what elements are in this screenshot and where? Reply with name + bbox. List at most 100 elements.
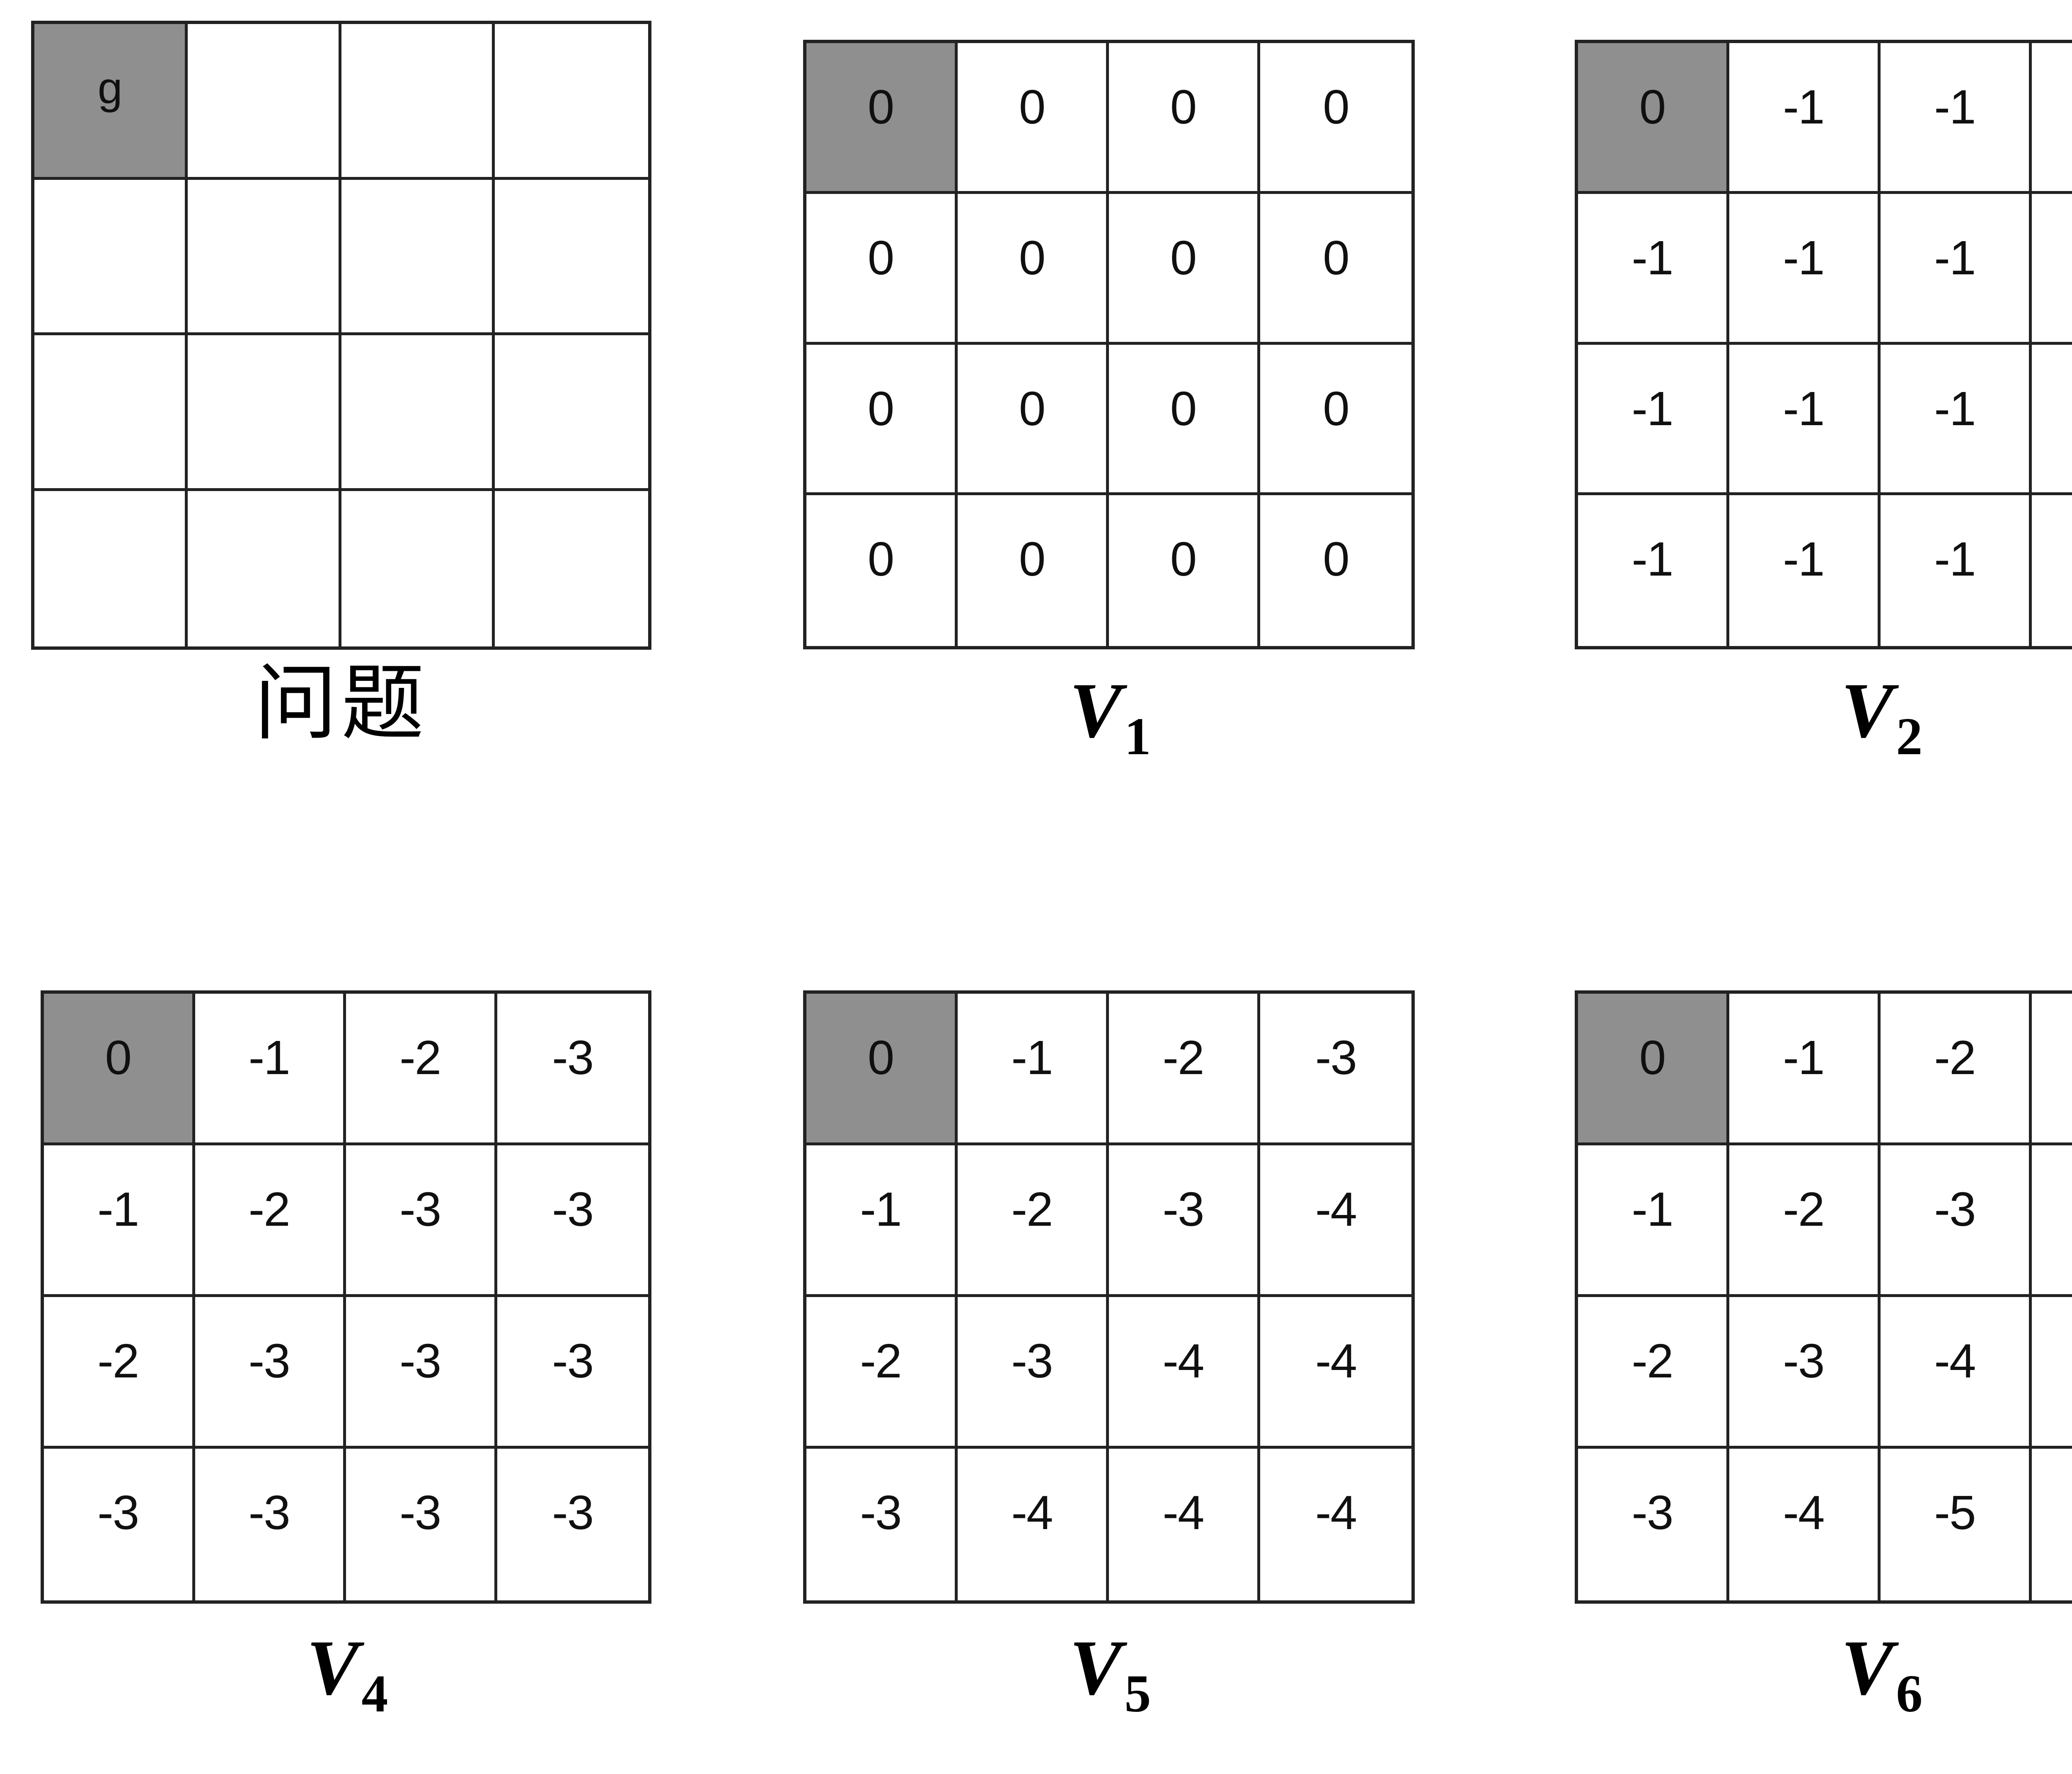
grid-cell[interactable]: -5	[1881, 1449, 2032, 1600]
grid-cell[interactable]: -3	[1578, 1449, 1729, 1600]
grid-cell[interactable]: -1	[1578, 194, 1729, 345]
grid-cell[interactable]: -1	[1881, 344, 2032, 496]
grid-cell[interactable]: -1	[1729, 43, 1881, 194]
grid-cell[interactable]: 0	[1260, 194, 1411, 345]
grid-cell[interactable]: 0	[806, 194, 958, 345]
grid-cell[interactable]: -4	[958, 1449, 1109, 1600]
grid-cell[interactable]	[341, 24, 495, 180]
grid-cell[interactable]: -5	[2032, 1449, 2072, 1600]
grid-cell[interactable]: -3	[195, 1297, 346, 1449]
grid-cell[interactable]: -1	[1729, 194, 1881, 345]
grid-cell[interactable]	[188, 24, 341, 180]
grid-cell[interactable]	[188, 179, 341, 335]
grid-cell[interactable]: -2	[1881, 994, 2032, 1145]
grid-cell[interactable]: -1	[1578, 1145, 1729, 1297]
grid-cell[interactable]: 0	[958, 344, 1109, 496]
goal-cell[interactable]: 0	[1578, 43, 1729, 194]
grid-cell[interactable]: -3	[958, 1297, 1109, 1449]
grid-cell[interactable]: -1	[1578, 344, 1729, 496]
grid-cell[interactable]: -1	[806, 1145, 958, 1297]
grid-cell[interactable]: -4	[1881, 1297, 2032, 1449]
grid-cell[interactable]: 0	[806, 344, 958, 496]
grid-cell[interactable]: -3	[195, 1449, 346, 1600]
grid-cell[interactable]: 0	[1109, 344, 1260, 496]
grid-cell[interactable]	[34, 335, 188, 491]
grid-cell[interactable]: -2	[1729, 1145, 1881, 1297]
grid-cell[interactable]: -2	[195, 1145, 346, 1297]
grid-cell[interactable]: 0	[958, 43, 1109, 194]
cell-value-text: -2	[399, 1031, 441, 1084]
grid-cell[interactable]: -5	[2032, 1297, 2072, 1449]
grid-cell[interactable]	[341, 491, 495, 646]
grid-cell[interactable]	[494, 491, 648, 646]
grid-cell[interactable]: 0	[1260, 495, 1411, 646]
grid-cell[interactable]: -1	[2032, 344, 2072, 496]
grid-cell[interactable]: -4	[1729, 1449, 1881, 1600]
grid-cell[interactable]: -3	[346, 1449, 497, 1600]
grid-cell[interactable]: 0	[1260, 344, 1411, 496]
grid-cell[interactable]: -2	[1578, 1297, 1729, 1449]
grid-cell[interactable]: -3	[346, 1297, 497, 1449]
grid-cell[interactable]: -2	[44, 1297, 195, 1449]
grid-cell[interactable]: -1	[1578, 495, 1729, 646]
grid-cell[interactable]: -2	[958, 1145, 1109, 1297]
grid-cell[interactable]: -4	[1260, 1449, 1411, 1600]
grid-cell[interactable]: 0	[1260, 43, 1411, 194]
grid-cell[interactable]: -3	[346, 1145, 497, 1297]
grid-cell[interactable]: -1	[1729, 994, 1881, 1145]
grid-cell[interactable]	[494, 179, 648, 335]
grid-cell[interactable]: -4	[1109, 1449, 1260, 1600]
grid-cell[interactable]: -3	[497, 1449, 648, 1600]
grid-cell[interactable]: -1	[2032, 43, 2072, 194]
grid-cell[interactable]: -3	[497, 1145, 648, 1297]
grid-cell[interactable]: -2	[1109, 994, 1260, 1145]
grid-cell[interactable]: -1	[1881, 495, 2032, 646]
grid-cell[interactable]: 0	[1109, 495, 1260, 646]
grid-cell[interactable]	[34, 179, 188, 335]
panel-label-subscript: 1	[1124, 707, 1151, 766]
cell-value-text: -3	[552, 1334, 594, 1388]
grid-cell[interactable]: -3	[1260, 994, 1411, 1145]
grid-cell[interactable]: -1	[1729, 344, 1881, 496]
grid-cell[interactable]	[188, 335, 341, 491]
grid-cell[interactable]: -1	[1881, 194, 2032, 345]
goal-cell[interactable]: g	[34, 24, 188, 180]
grid-cell[interactable]: -3	[806, 1449, 958, 1600]
grid-cell[interactable]: -2	[346, 994, 497, 1145]
grid-cell[interactable]: -2	[806, 1297, 958, 1449]
grid-cell[interactable]	[341, 335, 495, 491]
grid-cell[interactable]: -3	[44, 1449, 195, 1600]
goal-cell[interactable]: 0	[806, 994, 958, 1145]
grid-cell[interactable]: -1	[1881, 43, 2032, 194]
grid-cell[interactable]: -3	[1881, 1145, 2032, 1297]
goal-cell[interactable]: 0	[44, 994, 195, 1145]
grid-cell[interactable]: -3	[497, 1297, 648, 1449]
grid-cell[interactable]: -4	[1260, 1145, 1411, 1297]
goal-cell[interactable]: 0	[1578, 994, 1729, 1145]
grid-cell[interactable]: -1	[2032, 495, 2072, 646]
grid-cell[interactable]: 0	[958, 194, 1109, 345]
grid-cell[interactable]: -3	[2032, 994, 2072, 1145]
grid-cell[interactable]: 0	[958, 495, 1109, 646]
grid-cell[interactable]	[494, 24, 648, 180]
grid-cell[interactable]	[34, 491, 188, 646]
cell-value-text: 0	[105, 1031, 132, 1084]
grid-cell[interactable]	[341, 179, 495, 335]
grid-cell[interactable]: -4	[2032, 1145, 2072, 1297]
grid-cell[interactable]	[188, 491, 341, 646]
grid-cell[interactable]: -1	[1729, 495, 1881, 646]
goal-cell[interactable]: 0	[806, 43, 958, 194]
grid-cell[interactable]: 0	[1109, 43, 1260, 194]
grid-cell[interactable]	[494, 335, 648, 491]
grid-cell[interactable]: -1	[958, 994, 1109, 1145]
grid-cell[interactable]: -3	[497, 994, 648, 1145]
grid-cell[interactable]: 0	[1109, 194, 1260, 345]
grid-cell[interactable]: -1	[195, 994, 346, 1145]
grid-cell[interactable]: -4	[1260, 1297, 1411, 1449]
grid-cell[interactable]: -3	[1729, 1297, 1881, 1449]
grid-cell[interactable]: -3	[1109, 1145, 1260, 1297]
grid-cell[interactable]: 0	[806, 495, 958, 646]
grid-cell[interactable]: -1	[44, 1145, 195, 1297]
grid-cell[interactable]: -4	[1109, 1297, 1260, 1449]
grid-cell[interactable]: -1	[2032, 194, 2072, 345]
